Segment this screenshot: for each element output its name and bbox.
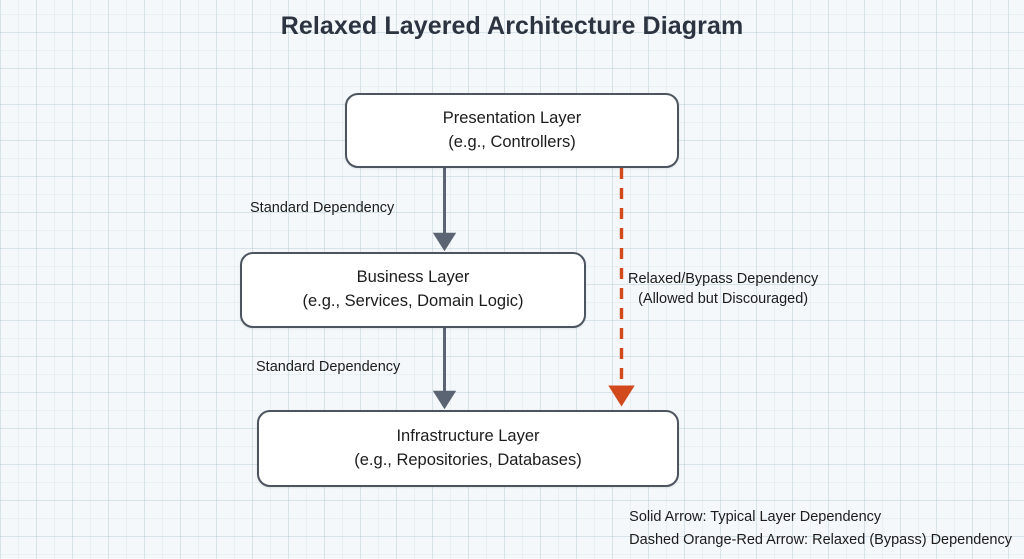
- layer-box-business[interactable]: Business Layer (e.g., Services, Domain L…: [240, 252, 586, 328]
- edge-label-presentation-to-infrastructure: Relaxed/Bypass Dependency (Allowed but D…: [628, 270, 818, 309]
- layer-title-infrastructure: Infrastructure Layer: [396, 426, 540, 445]
- layer-box-presentation[interactable]: Presentation Layer (e.g., Controllers): [345, 93, 679, 168]
- layer-title-presentation: Presentation Layer: [442, 108, 582, 127]
- edge-label-relaxed-line1: Relaxed/Bypass Dependency: [628, 271, 819, 287]
- layer-subtitle-infrastructure: (e.g., Repositories, Databases): [354, 450, 582, 469]
- legend-line-solid-arrow: Solid Arrow: Typical Layer Dependency: [629, 509, 882, 526]
- legend-line-dashed-arrow: Dashed Orange-Red Arrow: Relaxed (Bypass…: [629, 531, 1012, 548]
- layer-title-business: Business Layer: [356, 268, 470, 287]
- legend: Solid Arrow: Typical Layer Dependency Da…: [629, 506, 1012, 551]
- edge-label-relaxed-line2: (Allowed but Discouraged): [638, 290, 809, 307]
- edge-label-business-to-infrastructure: Standard Dependency: [256, 359, 401, 375]
- page-title: Relaxed Layered Architecture Diagram: [280, 12, 744, 40]
- edge-label-presentation-to-business: Standard Dependency: [250, 200, 395, 216]
- layer-box-infrastructure[interactable]: Infrastructure Layer (e.g., Repositories…: [257, 410, 679, 487]
- layer-subtitle-presentation: (e.g., Controllers): [448, 132, 576, 151]
- layer-subtitle-business: (e.g., Services, Domain Logic): [302, 292, 524, 310]
